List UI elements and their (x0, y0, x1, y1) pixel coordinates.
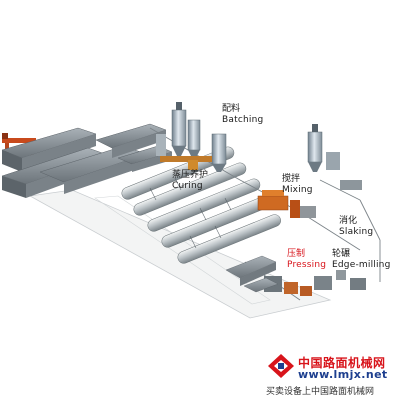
label-batching: 配料 Batching (222, 104, 263, 126)
label-edge-milling: 轮碾 Edge-milling (332, 249, 390, 271)
label-curing-cn: 蒸压养护 (172, 170, 209, 180)
label-slaking-en: Slaking (339, 227, 374, 237)
label-pressing-cn: 压制 (287, 249, 306, 259)
label-slaking: 消化 Slaking (339, 216, 373, 238)
label-edge-milling-en: Edge-milling (332, 260, 391, 270)
slaking-silo (307, 124, 362, 190)
pallet-stacks (225, 255, 279, 293)
label-batching-en: Batching (222, 115, 264, 125)
label-edge-milling-cn: 轮碾 (332, 249, 351, 259)
label-curing-en: Curing (172, 181, 203, 191)
label-pressing-en: Pressing (287, 260, 327, 270)
mixing-equipment (257, 190, 316, 218)
label-mixing-en: Mixing (282, 185, 313, 195)
press-machines (264, 270, 366, 296)
watermark-slogan: 买卖设备上中国路面机械网 (266, 387, 375, 397)
label-slaking-cn: 消化 (339, 216, 358, 226)
label-curing: 蒸压养护 Curing (172, 170, 208, 192)
brick-storage-yard (1, 123, 173, 198)
label-mixing-cn: 搅拌 (282, 174, 301, 184)
batching-silos (156, 102, 227, 172)
label-batching-cn: 配料 (222, 104, 241, 114)
site-watermark: 中国路面机械网 www.lmjx.net 买卖设备上中国路面机械网 (266, 352, 400, 400)
label-mixing: 搅拌 Mixing (282, 174, 313, 196)
watermark-url: www.lmjx.net (298, 368, 388, 381)
label-pressing: 压制 Pressing (287, 249, 326, 271)
site-logo-icon (268, 354, 294, 378)
watermark-site-name: 中国路面机械网 (298, 356, 386, 370)
